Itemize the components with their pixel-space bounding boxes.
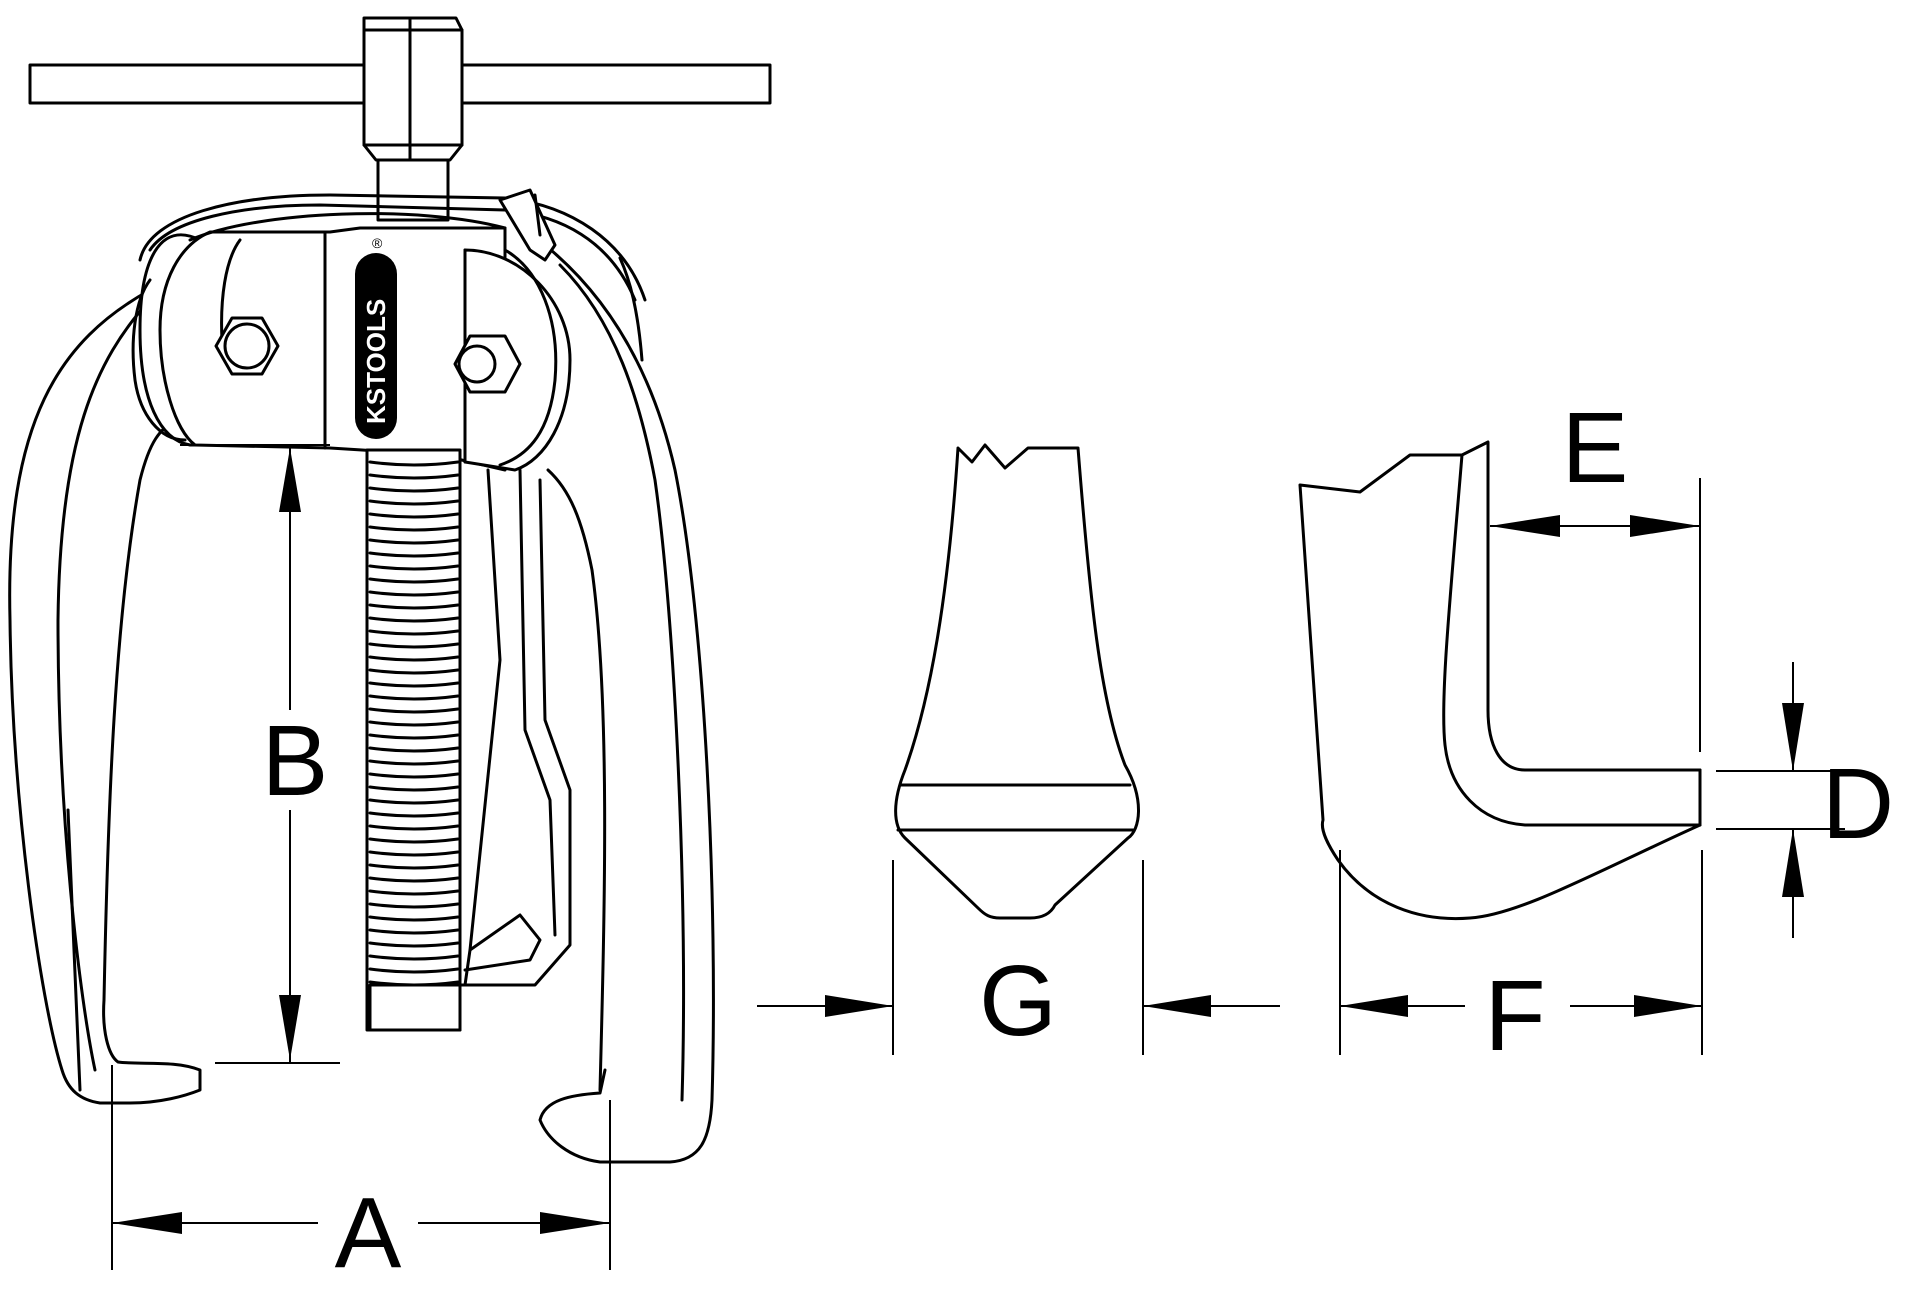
jaw-tip-front-view	[894, 443, 1140, 920]
label-b: B	[262, 705, 329, 817]
dimension-a: A	[111, 1065, 611, 1289]
label-d: D	[1822, 748, 1894, 860]
label-f: F	[1484, 960, 1545, 1072]
logo-text: KSTOOLS	[361, 299, 391, 424]
spindle-neck	[376, 158, 450, 222]
jaw-side-view	[1298, 440, 1702, 921]
right-pivot-bolt	[453, 334, 522, 394]
left-pivot-bolt	[214, 316, 280, 376]
label-g: G	[979, 945, 1057, 1057]
left-leg	[8, 288, 202, 1105]
dimension-d: D	[1716, 662, 1894, 938]
right-leg	[538, 243, 715, 1164]
threaded-spindle	[365, 448, 462, 1032]
label-e: E	[1562, 392, 1629, 504]
ks-tools-logo: KSTOOLS ®	[355, 235, 397, 439]
dimension-e: E	[1490, 392, 1701, 752]
head-top-ring	[148, 203, 637, 302]
spindle-hex-head	[362, 16, 464, 162]
label-a: A	[335, 1177, 402, 1289]
third-leg	[463, 468, 542, 972]
head-block	[158, 226, 507, 472]
dimension-f: F	[1339, 850, 1703, 1072]
puller-assembly: KSTOOLS ®	[8, 16, 772, 1164]
registered-mark: ®	[372, 235, 383, 251]
dimension-b: B	[180, 444, 340, 1064]
dimension-g: G	[757, 860, 1280, 1057]
third-leg-top	[498, 188, 557, 262]
